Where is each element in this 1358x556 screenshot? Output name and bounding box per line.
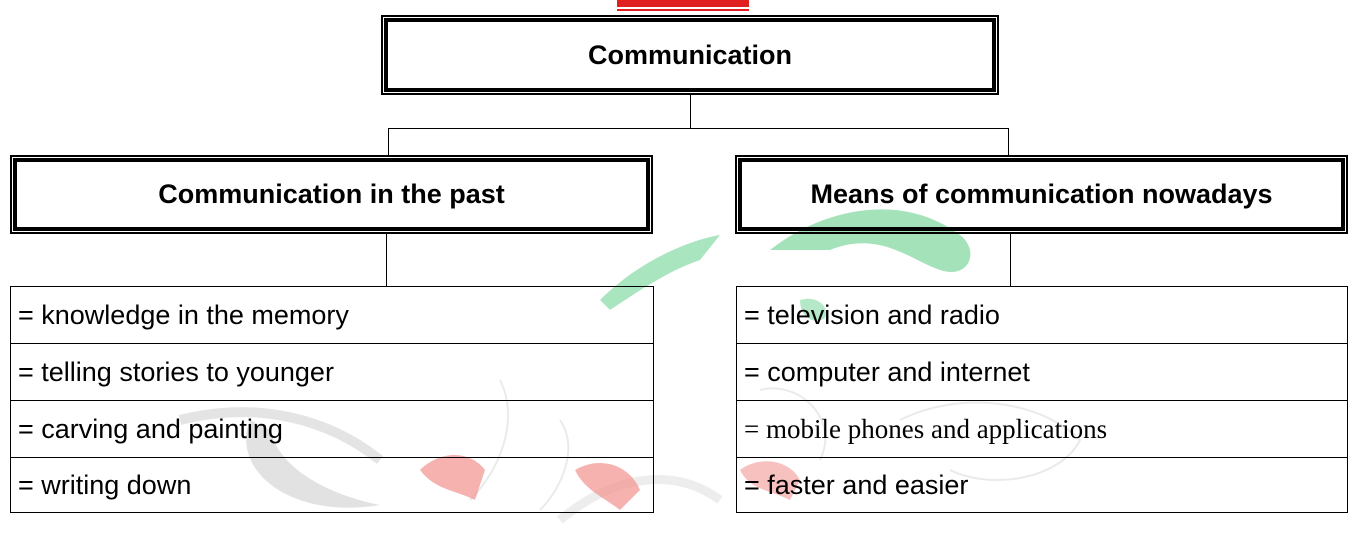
connector-left-down (388, 128, 389, 155)
past-list-item: = knowledge in the memory (11, 287, 653, 344)
branch-now-title: Means of communication nowadays (810, 179, 1273, 209)
now-list-item: = mobile phones and applications (737, 401, 1347, 458)
connector-left-list (386, 234, 387, 286)
branch-past-title: Communication in the past (158, 179, 505, 209)
past-list-item: = writing down (11, 458, 653, 513)
root-node: Communication (381, 15, 999, 95)
now-list-item: = computer and internet (737, 344, 1347, 401)
branch-now-node: Means of communication nowadays (735, 155, 1348, 234)
now-list-item: = television and radio (737, 287, 1347, 344)
header-fragment-underline (617, 9, 749, 11)
past-list-item: = carving and painting (11, 401, 653, 458)
connector-branch-bar (388, 128, 1009, 129)
connector-right-list (1010, 234, 1011, 286)
now-list: = television and radio = computer and in… (736, 286, 1348, 513)
connector-root-down (690, 95, 691, 128)
header-fragment (617, 0, 749, 7)
now-list-item: = faster and easier (737, 458, 1347, 513)
past-list: = knowledge in the memory = telling stor… (10, 286, 654, 513)
connector-right-down (1008, 128, 1009, 155)
root-node-title: Communication (587, 39, 792, 70)
branch-past-node: Communication in the past (10, 155, 653, 234)
past-list-item: = telling stories to younger (11, 344, 653, 401)
